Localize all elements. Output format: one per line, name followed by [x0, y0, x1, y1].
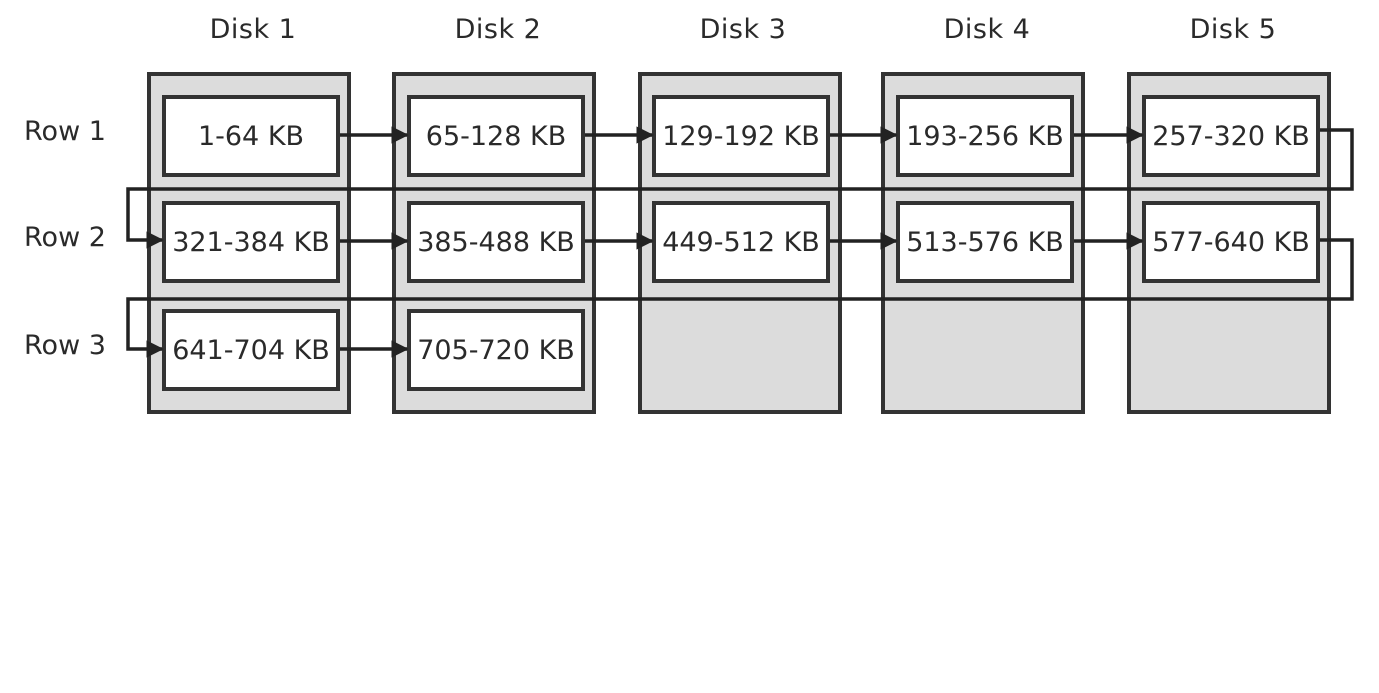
data-block: 385-488 KB — [407, 201, 585, 283]
data-block: 577-640 KB — [1142, 201, 1320, 283]
disk-title: Disk 1 — [209, 14, 297, 45]
disk-title: Disk 4 — [943, 14, 1031, 45]
disk-title: Disk 3 — [699, 14, 787, 45]
data-block: 449-512 KB — [652, 201, 830, 283]
data-block: 257-320 KB — [1142, 95, 1320, 177]
data-block: 641-704 KB — [162, 309, 340, 391]
data-block: 129-192 KB — [652, 95, 830, 177]
data-block: 193-256 KB — [896, 95, 1074, 177]
disk-title: Disk 2 — [454, 14, 542, 45]
row-label: Row 2 — [24, 222, 106, 253]
disk-title: Disk 5 — [1189, 14, 1277, 45]
data-block: 513-576 KB — [896, 201, 1074, 283]
row-label: Row 3 — [24, 330, 106, 361]
data-block: 705-720 KB — [407, 309, 585, 391]
data-block: 321-384 KB — [162, 201, 340, 283]
row-label: Row 1 — [24, 116, 106, 147]
data-block: 1-64 KB — [162, 95, 340, 177]
data-block: 65-128 KB — [407, 95, 585, 177]
